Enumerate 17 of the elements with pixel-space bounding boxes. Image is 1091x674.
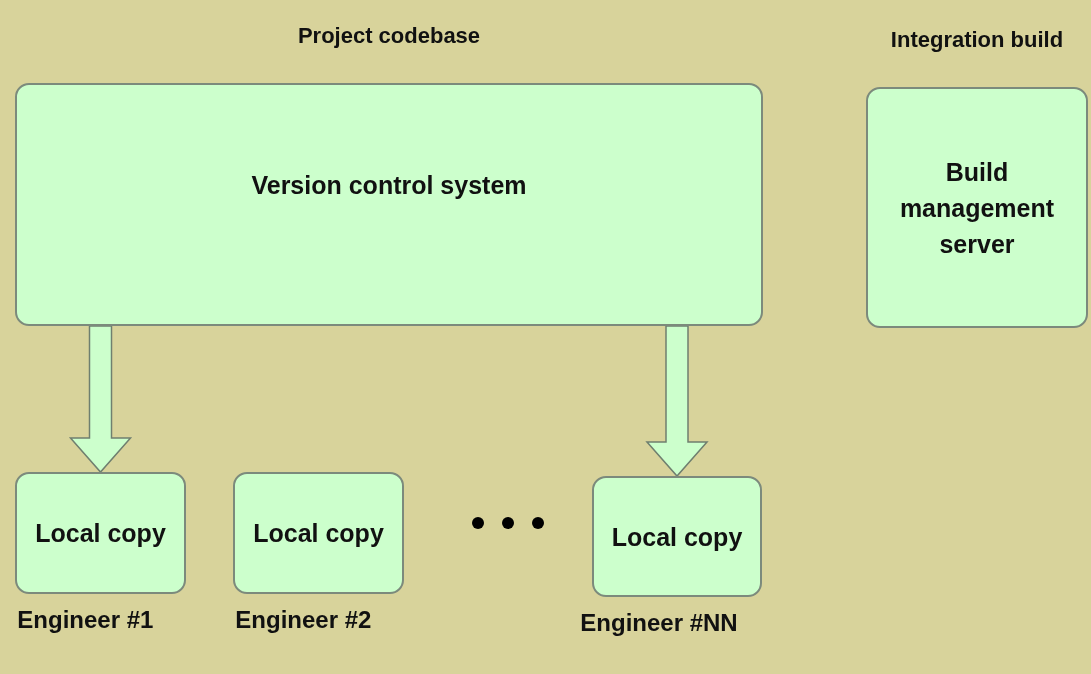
block-arrow (645, 325, 709, 478)
heading: Integration build (889, 26, 1065, 54)
engineer-caption: Engineer #1 (17, 605, 154, 635)
engineer-caption: Engineer #NN (579, 608, 739, 638)
engineer-caption: Engineer #2 (235, 605, 372, 635)
process-box (15, 472, 186, 594)
process-box (15, 83, 763, 326)
box-label: Version control system (251, 169, 527, 201)
process-box (233, 472, 404, 594)
box-label: Local copy (611, 521, 743, 553)
process-box (592, 476, 762, 597)
block-arrow (68, 325, 133, 474)
box-label: Local copy (253, 518, 384, 549)
heading: Project codebase (296, 22, 482, 50)
process-box (866, 87, 1088, 328)
box-label: Local copy (35, 518, 166, 549)
box-label: Build management server (898, 156, 1056, 260)
